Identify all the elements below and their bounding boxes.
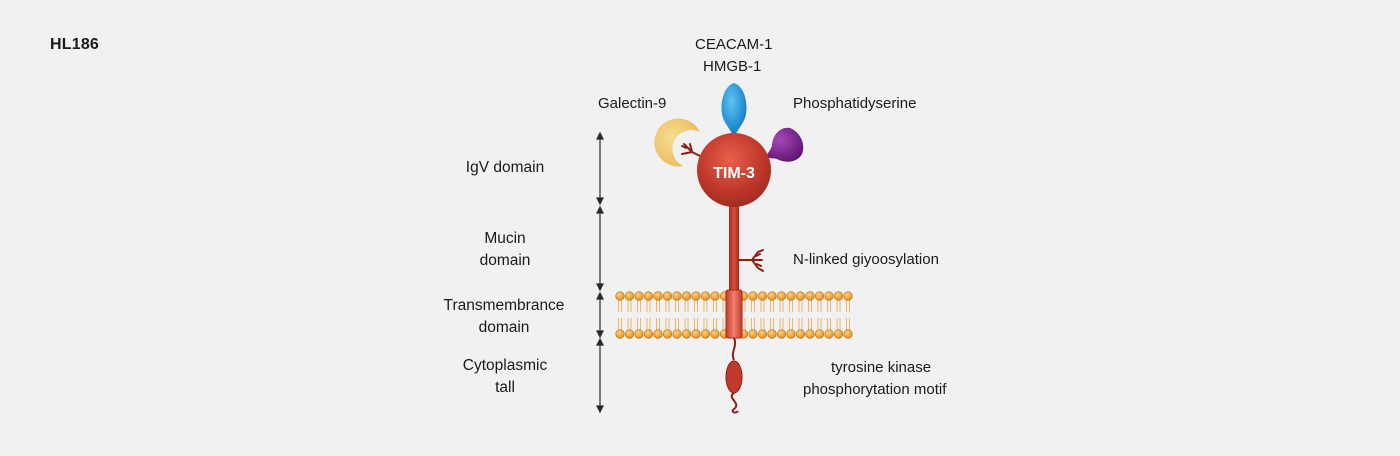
galectin-label: Galectin-9 [598, 95, 667, 112]
domain-label-line: Cytoplasmic [462, 357, 548, 374]
lipid-head [805, 291, 815, 301]
domain-label-line: domain [479, 252, 531, 269]
lipid-head [672, 329, 682, 339]
lipid-head [776, 291, 787, 301]
lipid-head [672, 291, 682, 301]
lipid-head [824, 329, 834, 339]
domain-label-line: IgV domain [465, 159, 545, 176]
lipid-head [634, 329, 644, 339]
lipid-head [691, 329, 701, 339]
glycosylation-label: N-linked giyoosylation [793, 251, 939, 268]
lipid-head [757, 329, 768, 339]
cytoplasmic-tail [731, 337, 737, 361]
lipid-head [786, 291, 796, 301]
tyrosine-motif [725, 360, 743, 394]
lipid-head [643, 291, 654, 301]
lipid-head [691, 291, 701, 301]
lipid-head [843, 291, 853, 301]
glycosylation-tree [738, 249, 764, 272]
lipid-head [681, 329, 692, 339]
lipid-head [795, 291, 806, 301]
phosphatidylserine-label: Phosphatidyserine [793, 95, 917, 112]
lipid-head [776, 329, 787, 339]
lipid-head [814, 329, 825, 339]
domain-label-line: Transmembrance [443, 297, 565, 314]
hmgb-label: HMGB-1 [703, 58, 762, 75]
lipid-head [805, 329, 815, 339]
lipid-head [615, 329, 625, 339]
domain-label-line: Mucin [484, 230, 526, 247]
lipid-head [748, 329, 758, 339]
lipid-head [681, 291, 692, 301]
tail-end [730, 392, 739, 414]
lipid-head [833, 291, 844, 301]
lipid-head [624, 329, 635, 339]
lipid-head [700, 291, 711, 301]
lipid-head [786, 329, 796, 339]
tim3-label: TIM-3 [713, 165, 755, 182]
domain-arrows [596, 131, 604, 414]
ceacam-hmgb-ligand [721, 83, 747, 136]
lipid-head [843, 329, 853, 339]
domain-label-line: tall [495, 379, 515, 396]
motif-label-line1: tyrosine kinase [831, 359, 932, 376]
phosphatidylserine-ligand [764, 127, 804, 162]
domain-label-line: domain [478, 319, 530, 336]
lipid-head [700, 329, 711, 339]
lipid-head [634, 291, 644, 301]
lipid-head [757, 291, 768, 301]
lipid-head [767, 329, 777, 339]
page-id: HL186 [50, 36, 100, 53]
domain-label-mucin: Mucin domain [430, 228, 580, 272]
lipid-head [748, 291, 758, 301]
tim3-igv-head [697, 133, 771, 207]
mucin-stalk [729, 200, 739, 300]
motif-label-line2: phosphorytation motif [803, 381, 947, 398]
lipid-head [615, 291, 625, 301]
lipid-head [624, 291, 635, 301]
lipid-head [710, 291, 720, 301]
lipid-head [814, 291, 825, 301]
lipid-head [653, 329, 663, 339]
lipid-head [710, 329, 720, 339]
galectin-9-ligand [654, 118, 700, 167]
domain-label-cytoplasmic: Cytoplasmic tall [430, 355, 580, 399]
domain-label-transmembrane: Transmembrance domain [424, 295, 584, 339]
lipid-head [662, 329, 673, 339]
lipid-head [767, 291, 777, 301]
lipid-head [824, 291, 834, 301]
lipid-head [662, 291, 673, 301]
ceacam-label: CEACAM-1 [695, 36, 773, 53]
transmembrane-segment [725, 289, 743, 339]
lipid-head [643, 329, 654, 339]
lipid-head [795, 329, 806, 339]
domain-label-igv: IgV domain [430, 157, 580, 179]
lipid-bilayer [615, 291, 853, 339]
lipid-head [653, 291, 663, 301]
lipid-head [833, 329, 844, 339]
